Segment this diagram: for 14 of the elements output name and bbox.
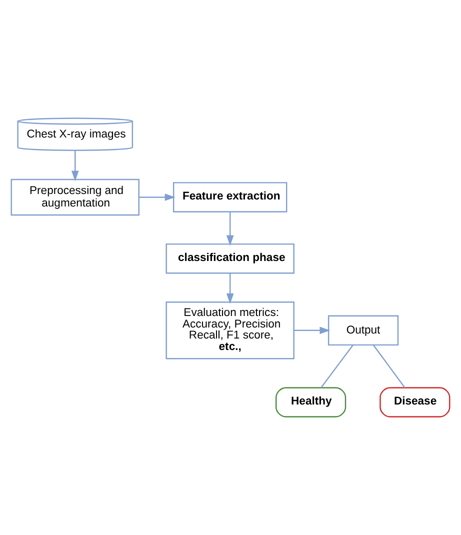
- arrow: [71, 150, 79, 182]
- arrow: [226, 212, 234, 246]
- node-box: Disease: [380, 387, 450, 418]
- node-box: Healthy: [276, 387, 346, 418]
- arrow: [138, 194, 176, 201]
- node-box: Feature extraction: [173, 182, 288, 212]
- arrow: [226, 273, 234, 304]
- node-box: classification phase: [166, 243, 294, 274]
- node-box: Evaluation metrics: Accuracy, Precision Recall, F1 score, etc.,: [166, 302, 294, 360]
- node-box: Output: [328, 315, 399, 346]
- connector: [320, 344, 354, 388]
- connector: [372, 344, 406, 388]
- arrow: [294, 326, 330, 334]
- node-box: Preprocessing and augmentation: [10, 178, 140, 216]
